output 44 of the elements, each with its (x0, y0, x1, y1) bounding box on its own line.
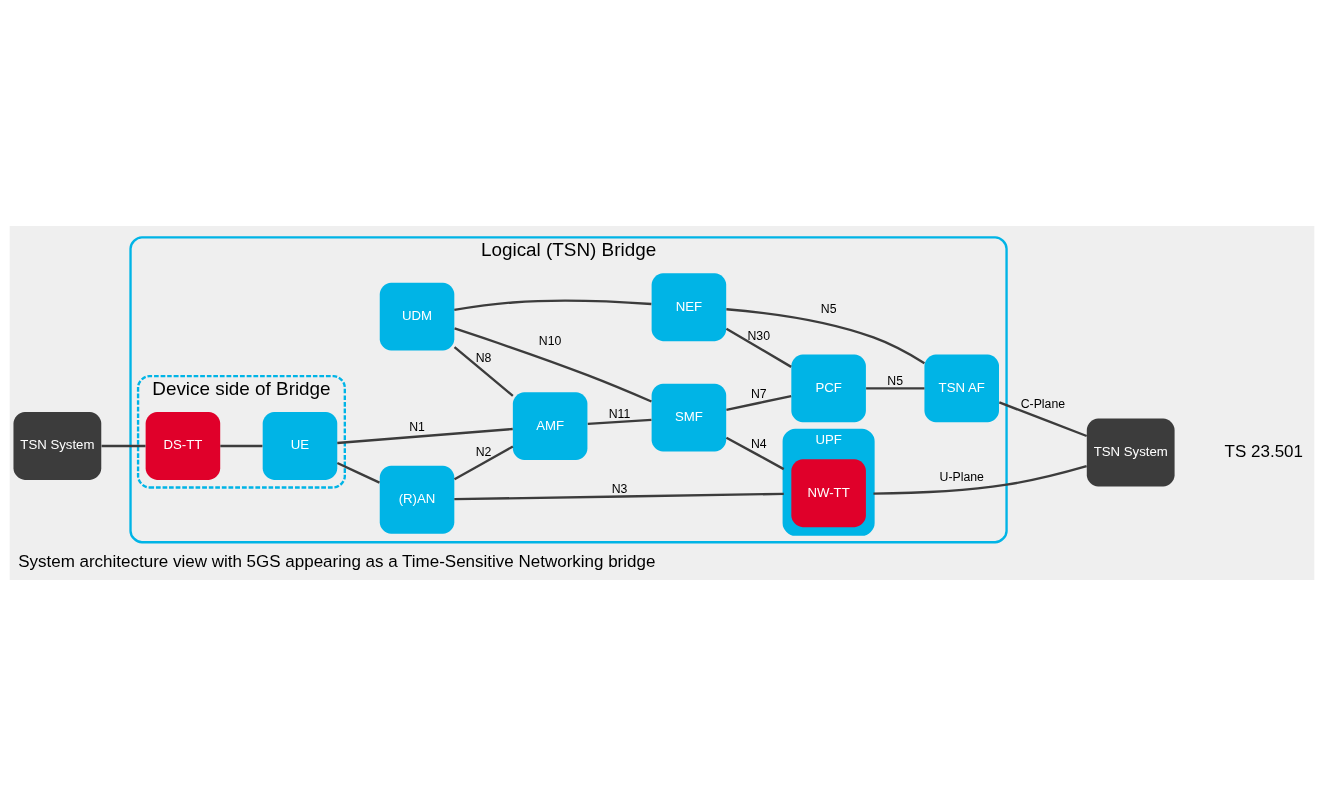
edge-label: N1 (409, 419, 425, 434)
connector (866, 386, 925, 390)
connector (587, 418, 652, 425)
edge-label: C-Plane (1020, 396, 1066, 411)
connector (873, 464, 1087, 495)
node-box: NW-TT (791, 458, 866, 527)
node-box: UE (262, 411, 338, 480)
node-box: TSN AF (924, 353, 999, 422)
connector (336, 461, 380, 484)
connector (726, 307, 926, 364)
node-box: UDM (379, 282, 455, 351)
edge-label: N5 (820, 301, 837, 316)
node-box: NEF (651, 272, 727, 341)
edge-label: N10 (538, 333, 562, 348)
edge-label: N11 (608, 406, 631, 421)
caption: System architecture view with 5GS appearing as a Time-Sensitive Networking bridge (18, 551, 656, 571)
connector (726, 394, 792, 411)
edge-label: N2 (475, 444, 492, 459)
connector (454, 326, 652, 403)
node-box: TSN System (1086, 418, 1175, 487)
connector (725, 436, 785, 470)
edge-label: N8 (475, 350, 492, 365)
node-box: DS-TT (145, 411, 221, 480)
connector (101, 444, 146, 447)
connector (453, 345, 514, 397)
connector (725, 327, 792, 368)
connector (220, 444, 263, 447)
label: TS 23.501 (1224, 441, 1303, 461)
connector (454, 492, 784, 500)
connector (998, 400, 1088, 437)
node-box: (R)AN (379, 465, 455, 534)
edge-label: U-Plane (939, 469, 984, 484)
edge-label: N5 (887, 373, 904, 388)
connector (337, 427, 513, 444)
edge-label: N7 (750, 386, 767, 401)
edge-label: N3 (611, 481, 628, 496)
node-box: PCF (791, 353, 866, 422)
connector (454, 299, 652, 311)
node-box: TSN System (13, 411, 102, 480)
node-box: SMF (651, 383, 727, 452)
connector (453, 445, 514, 480)
edge-label: N30 (747, 328, 771, 343)
node-box: AMF (512, 391, 588, 460)
edge-label: N4 (750, 436, 767, 451)
